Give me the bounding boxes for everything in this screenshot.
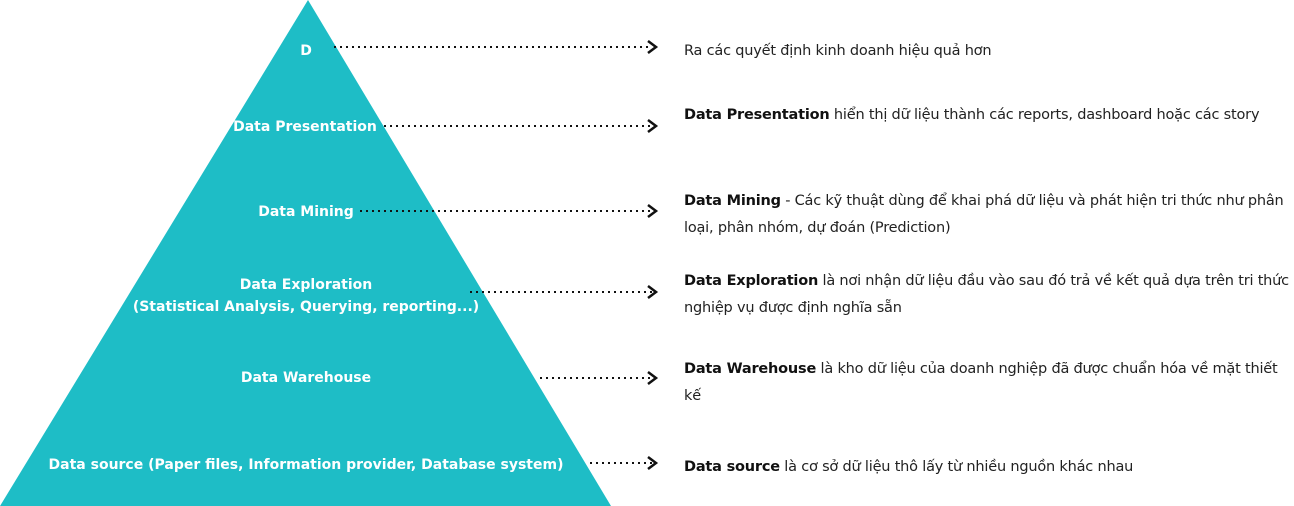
description-data-presentation: Data Presentation hiển thị dữ liệu thành… xyxy=(684,102,1290,129)
arrowhead-icon-data-mining xyxy=(647,204,659,218)
description-data-warehouse-term: Data Warehouse xyxy=(684,361,817,377)
tier-label-data-exploration-detail: (Statistical Analysis, Querying, reporti… xyxy=(132,299,480,315)
description-decision-text: Ra các quyết định kinh doanh hiệu quả hơ… xyxy=(684,43,992,59)
description-data-source-text: là cơ sở dữ liệu thô lấy từ nhiều nguồn … xyxy=(779,459,1134,475)
connector-group xyxy=(334,40,659,470)
description-data-presentation-text: hiển thị dữ liệu thành các reports, dash… xyxy=(829,107,1260,123)
description-data-mining-term: Data Mining xyxy=(684,193,781,209)
arrowhead-icon-data-exploration xyxy=(647,285,659,299)
tier-label-data-warehouse: Data Warehouse xyxy=(240,370,372,386)
arrowhead-icon-data-warehouse xyxy=(647,371,659,385)
description-data-source-term: Data source xyxy=(684,459,780,475)
arrowhead-icon-data-source xyxy=(647,456,659,470)
arrowhead-icon-decision xyxy=(647,40,659,54)
description-data-source: Data source là cơ sở dữ liệu thô lấy từ … xyxy=(684,454,1290,481)
tier-label-decision: D xyxy=(300,43,312,59)
description-data-exploration-text: là nơi nhận dữ liệu đầu vào sau đó trả v… xyxy=(684,273,1289,316)
description-data-warehouse: Data Warehouse là kho dữ liệu của doanh … xyxy=(684,356,1290,410)
tier-label-data-exploration: Data Exploration xyxy=(239,277,373,293)
tier-label-data-mining: Data Mining xyxy=(258,204,354,220)
tier-label-data-presentation: Data Presentation xyxy=(233,119,377,135)
arrowhead-icon-data-presentation xyxy=(647,119,659,133)
tier-label-data-source: Data source (Paper files, Information pr… xyxy=(48,457,564,473)
description-data-exploration: Data Exploration là nơi nhận dữ liệu đầu… xyxy=(684,268,1290,322)
pyramid-shape xyxy=(0,0,611,506)
description-data-warehouse-text: là kho dữ liệu của doanh nghiệp đã được … xyxy=(684,361,1278,404)
description-data-presentation-term: Data Presentation xyxy=(684,107,830,123)
description-data-mining-text: - Các kỹ thuật dùng để khai phá dữ liệu … xyxy=(684,193,1284,236)
description-data-exploration-term: Data Exploration xyxy=(684,273,819,289)
description-decision: Ra các quyết định kinh doanh hiệu quả hơ… xyxy=(684,38,1290,65)
description-data-mining: Data Mining - Các kỹ thuật dùng để khai … xyxy=(684,188,1290,242)
